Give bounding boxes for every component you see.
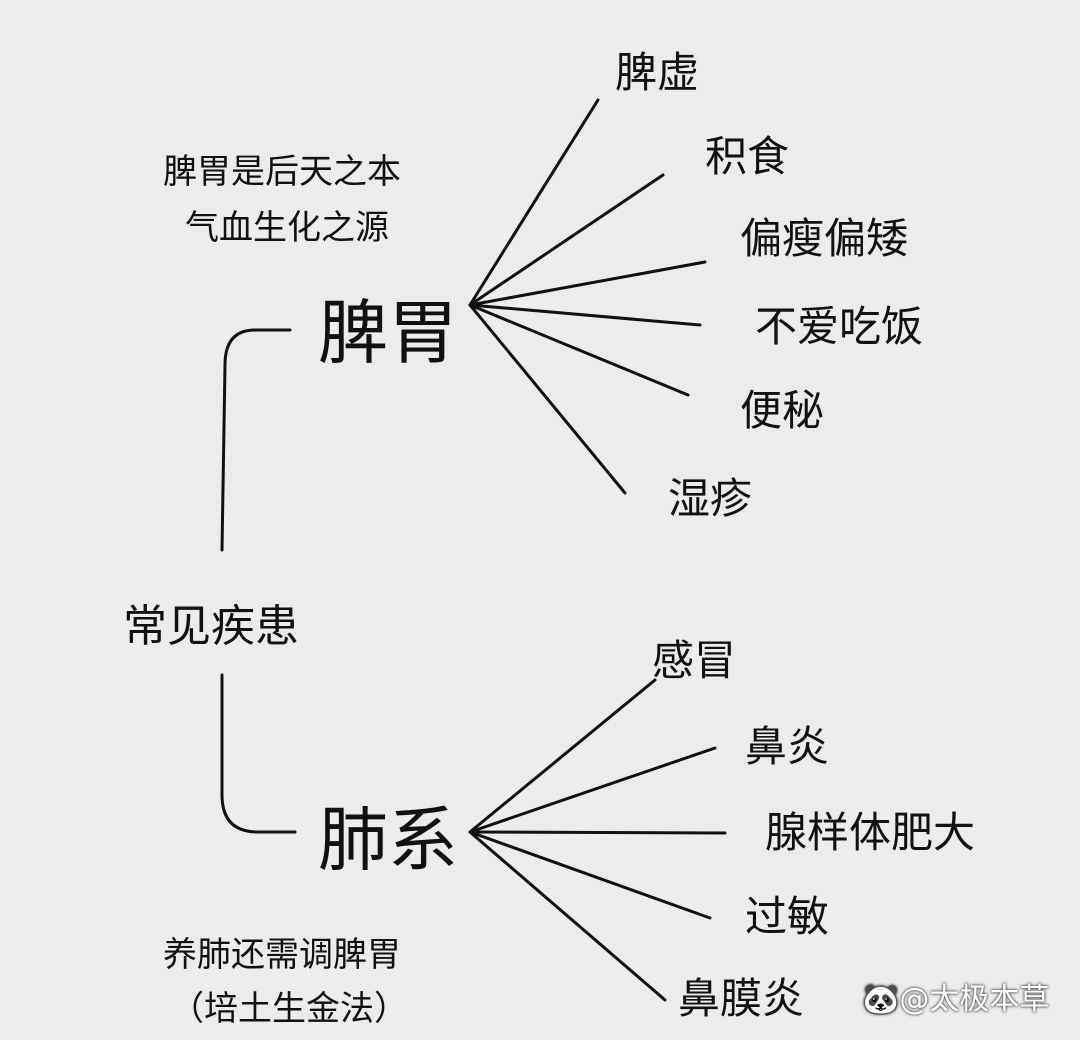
- branch-line: [468, 830, 667, 1002]
- spleen-item: 不爱吃饭: [755, 302, 924, 351]
- panda-icon: 🐼: [862, 982, 900, 1017]
- bracket-upper: [220, 328, 292, 552]
- spleen-item: 湿疹: [668, 474, 753, 523]
- lung-title: 肺系: [318, 799, 458, 881]
- spleen-note-2: 气血生化之源: [185, 208, 389, 248]
- branch-line: [468, 260, 707, 307]
- lung-item: 鼻炎: [745, 722, 830, 771]
- lung-note-2: （培土生金法）: [170, 989, 408, 1029]
- branch-line: [468, 678, 657, 834]
- spleen-item: 偏瘦偏矮: [740, 214, 909, 263]
- spleen-note-1: 脾胃是后天之本: [163, 152, 401, 192]
- spleen-item: 积食: [705, 132, 790, 181]
- lung-item: 感冒: [652, 636, 737, 685]
- branch-line: [468, 746, 717, 834]
- root-label: 常见疾患: [123, 601, 299, 652]
- lung-item: 过敏: [745, 892, 830, 941]
- branch-line: [468, 303, 627, 495]
- spleen-item: 便秘: [740, 386, 825, 435]
- branch-line: [468, 173, 665, 307]
- lung-note-1: 养肺还需调脾胃: [163, 935, 401, 975]
- bracket-lower: [220, 673, 297, 834]
- spleen-item: 脾虚: [615, 48, 700, 97]
- branch-line: [468, 830, 727, 835]
- branch-line: [468, 303, 702, 327]
- branch-line: [468, 830, 712, 920]
- lung-item: 腺样体肥大: [765, 808, 976, 857]
- watermark: 🐼@太极本草: [862, 985, 1049, 1015]
- spleen-title: 脾胃: [318, 292, 458, 374]
- branch-line: [468, 98, 600, 307]
- lung-item: 鼻膜炎: [678, 974, 805, 1023]
- watermark-text: @太极本草: [899, 982, 1050, 1017]
- branch-line: [468, 303, 690, 397]
